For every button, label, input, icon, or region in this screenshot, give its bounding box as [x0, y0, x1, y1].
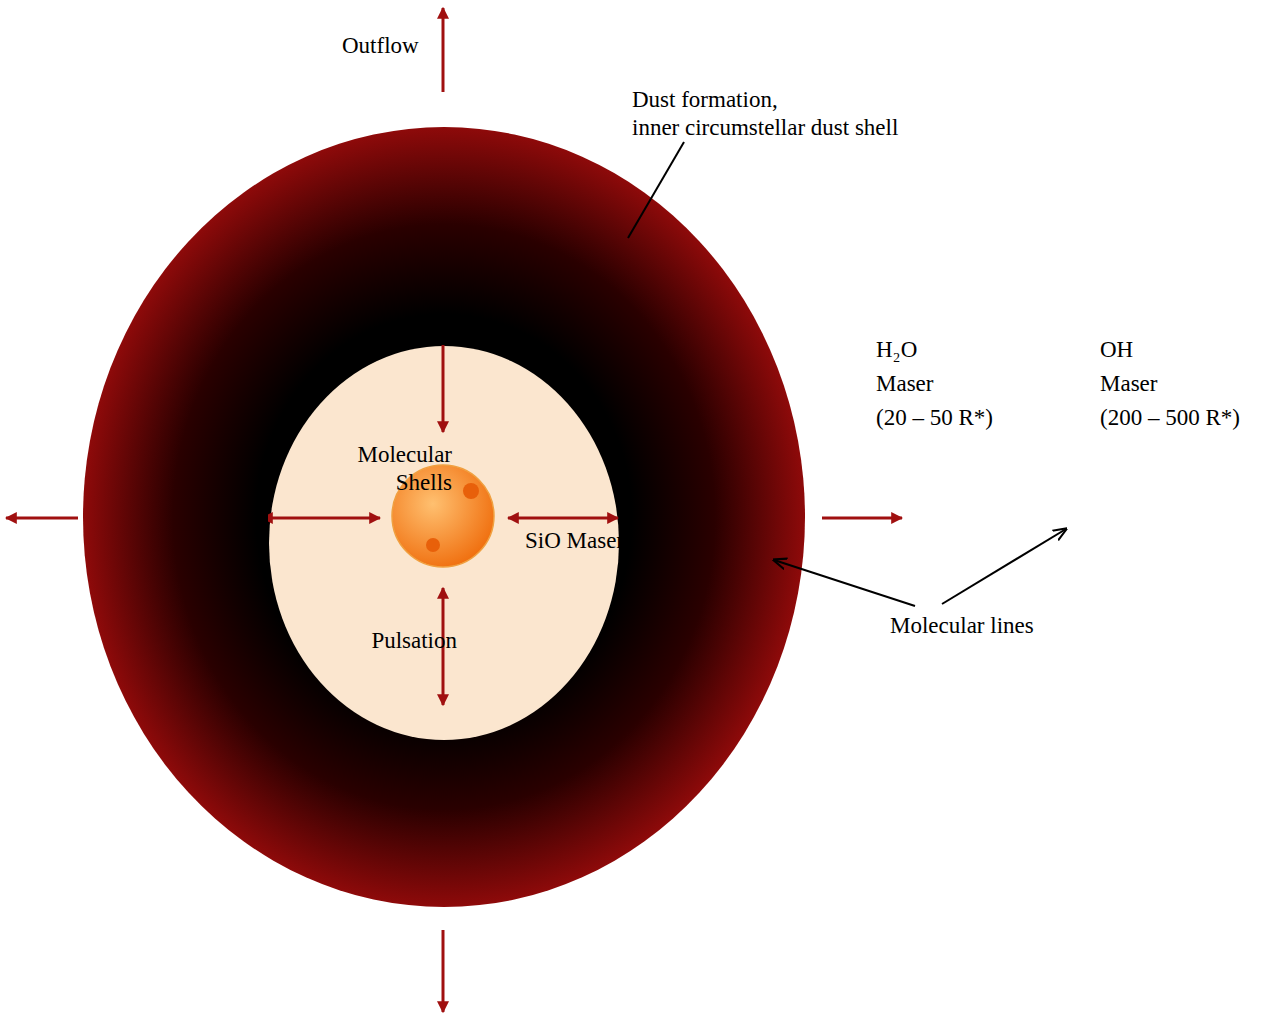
outflow-arrows	[6, 8, 902, 1012]
annotation-label: Maser	[876, 370, 933, 398]
annotation-label: inner circumstellar dust shell	[632, 114, 898, 142]
pulsation-arrow	[442, 345, 445, 432]
region-label: SiO Maser	[525, 527, 625, 555]
annotation-label: Maser	[1100, 370, 1157, 398]
leader-line	[628, 142, 684, 238]
pulsation-arrow	[268, 517, 380, 520]
region-label: Molecular Shells	[342, 441, 452, 497]
region-label: Pulsation	[337, 627, 457, 655]
dust-shell	[83, 127, 805, 907]
molecular-shell-region: Molecular ShellsSiO MaserPulsation	[268, 345, 620, 741]
annotation-label: (200 – 500 R*)	[1100, 404, 1240, 432]
leader-line	[942, 529, 1066, 604]
annotation-label: Outflow	[342, 32, 419, 60]
annotation-label: OH	[1100, 336, 1133, 364]
pulsation-arrow	[508, 517, 618, 520]
star-spot	[426, 538, 440, 552]
leader-line	[774, 560, 915, 606]
annotation-label: Dust formation,	[632, 86, 778, 114]
annotation-label: Molecular lines	[890, 612, 1034, 640]
annotation-label: H₂O	[876, 336, 917, 364]
annotation-label: (20 – 50 R*)	[876, 404, 993, 432]
star-spot	[463, 483, 479, 499]
